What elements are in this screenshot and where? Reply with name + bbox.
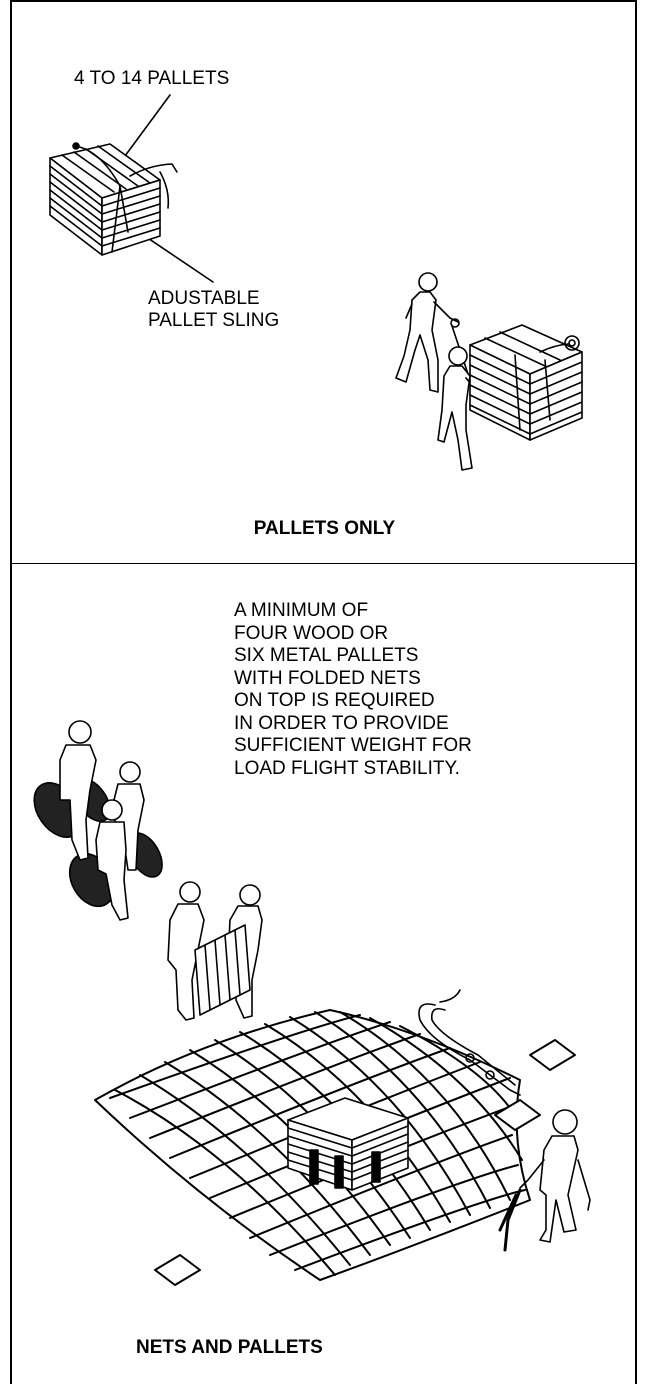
crew-carrying-pallet-illustration <box>168 882 262 1020</box>
crew-carrying-nets-illustration <box>24 721 169 920</box>
pallet-stack-small-illustration <box>50 95 213 282</box>
ground-crew-pallets-illustration <box>396 273 582 470</box>
